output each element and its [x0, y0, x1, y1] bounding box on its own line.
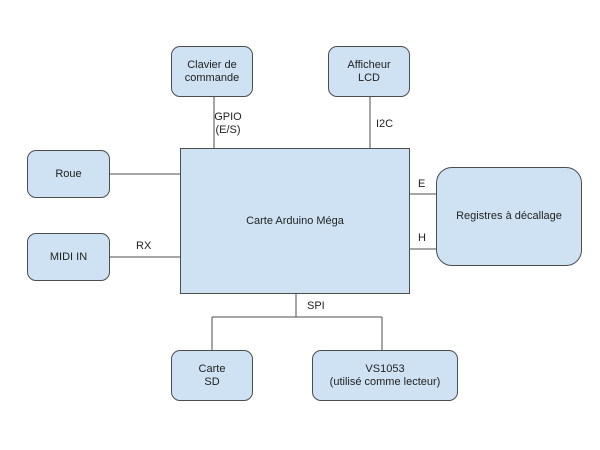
rx-label: RX: [136, 240, 152, 252]
keyboard-node: Clavier de commande: [171, 46, 253, 97]
vs1053-node: VS1053 (utilisé comme lecteur): [312, 350, 458, 401]
lcd-label-line1: Afficheur: [347, 58, 391, 71]
gpio-label: GPIO (E/S): [210, 111, 246, 137]
spi-label: SPI: [307, 300, 325, 312]
gpio-label-line2: (E/S): [215, 124, 241, 136]
registers-node: Registres à décallage: [436, 167, 582, 266]
e-label: E: [418, 178, 426, 190]
registers-label: Registres à décallage: [456, 210, 562, 222]
arduino-label: Carte Arduino Méga: [246, 214, 344, 227]
arduino-node: Carte Arduino Méga: [180, 148, 410, 294]
wheel-node: Roue: [27, 150, 110, 198]
sd-card-node: Carte SD: [171, 350, 253, 401]
midi-in-label: MIDI IN: [49, 250, 88, 263]
lcd-label-line2: LCD: [357, 71, 380, 84]
keyboard-label-line1: Clavier de: [187, 58, 237, 71]
wheel-label: Roue: [55, 167, 82, 180]
sd-card-label-line2: SD: [204, 375, 220, 388]
keyboard-label-line2: commande: [184, 71, 240, 84]
vs1053-label-line2: (utilisé comme lecteur): [329, 375, 441, 388]
sd-card-label-line1: Carte: [198, 362, 226, 375]
i2c-label: I2C: [376, 118, 394, 130]
gpio-label-line1: GPIO: [214, 111, 242, 123]
h-label: H: [418, 232, 426, 244]
vs1053-label-line1: VS1053: [365, 362, 405, 375]
midi-in-node: MIDI IN: [27, 233, 110, 281]
lcd-node: Afficheur LCD: [328, 46, 410, 97]
